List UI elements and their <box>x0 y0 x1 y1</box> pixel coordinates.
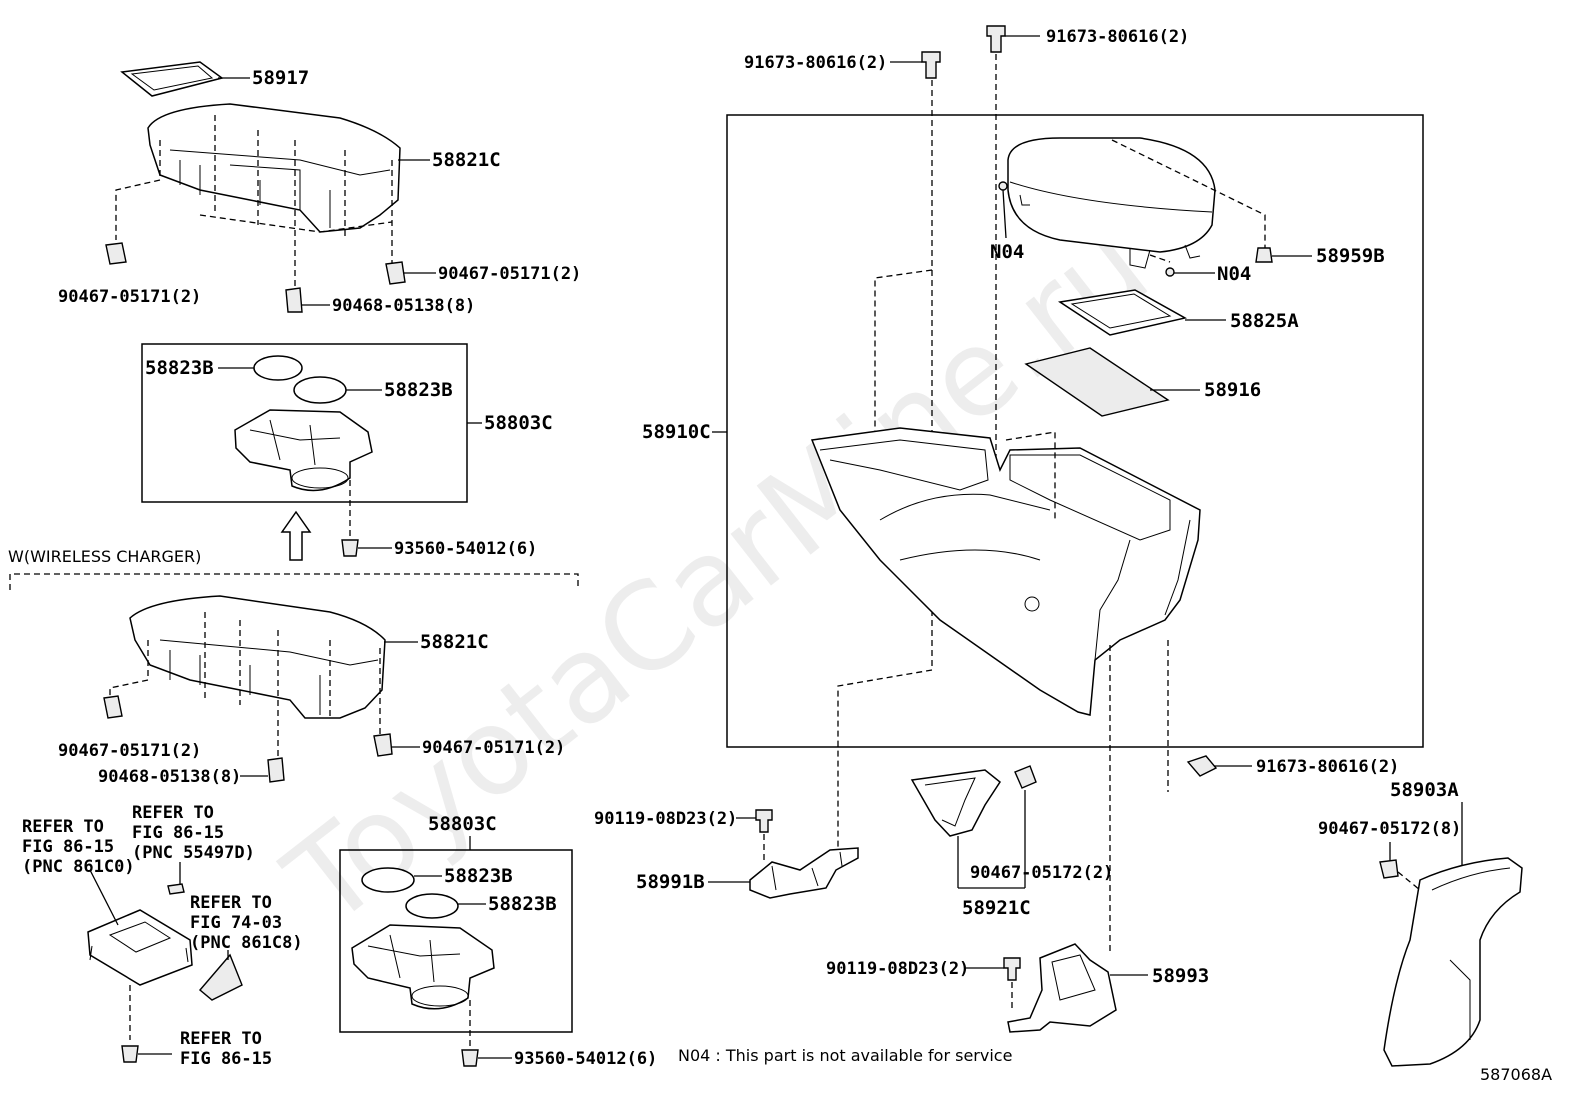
clip-bot-mid <box>267 757 285 783</box>
ref3-line2: FIG 74-03 <box>190 913 282 933</box>
ref4-line2: FIG 86-15 <box>180 1049 272 1069</box>
bracket-58991b <box>749 847 859 899</box>
refer-block-2: REFER TO FIG 86-15 (PNC 55497D) <box>132 803 255 863</box>
ref2-line2: FIG 86-15 <box>132 823 224 843</box>
screw-58959b <box>1255 247 1273 263</box>
ref2-line1: REFER TO <box>132 803 214 823</box>
label-bolt-b: 91673-80616(2) <box>1046 27 1189 47</box>
clip-top-left <box>105 242 127 265</box>
label-n04-b: N04 <box>1217 263 1251 285</box>
ring-58823b-a <box>253 355 303 381</box>
charger-sheet <box>199 953 243 1001</box>
ring-58823b-d <box>405 893 459 919</box>
box-58910c <box>726 114 1424 748</box>
ring-58823b-b <box>293 376 347 404</box>
label-bolt-a: 91673-80616(2) <box>744 53 887 73</box>
part-58821c-top <box>147 103 401 233</box>
label-58921c: 58921C <box>962 897 1031 919</box>
n04-screw-b <box>1165 267 1175 277</box>
label-clip-top-left: 90467-05171(2) <box>58 287 201 307</box>
label-clip-bot-mid: 90468-05138(8) <box>98 767 241 787</box>
label-58821c-top: 58821C <box>432 149 501 171</box>
ref1-line3: (PNC 861C0) <box>22 857 135 877</box>
label-58803c-top: 58803C <box>484 412 553 434</box>
clip-bot-right <box>373 733 393 757</box>
part-58803c-bot <box>351 924 495 1010</box>
label-58959b: 58959B <box>1316 245 1385 267</box>
ref2-line3: (PNC 55497D) <box>132 843 255 863</box>
label-58823b-c: 58823B <box>444 865 513 887</box>
bolt-e <box>1003 957 1021 981</box>
n04-screw-a <box>998 181 1008 191</box>
label-clip-bot-right: 90467-05171(2) <box>422 738 565 758</box>
condition-label: W(WIRELESS CHARGER) <box>8 547 201 566</box>
screw-bot <box>461 1049 479 1067</box>
ref1-line2: FIG 86-15 <box>22 837 114 857</box>
refer-block-4: REFER TO FIG 86-15 <box>180 1029 272 1069</box>
label-clip-top-right: 90467-05171(2) <box>438 264 581 284</box>
label-clip-58921: 90467-05172(2) <box>970 863 1113 883</box>
label-58821c-bot: 58821C <box>420 631 489 653</box>
bolt-b <box>986 25 1006 53</box>
screw-refer <box>121 1045 139 1063</box>
clip-top-mid <box>285 287 303 313</box>
label-clip-58903: 90467-05172(8) <box>1318 819 1461 839</box>
ref3-line3: (PNC 861C8) <box>190 933 303 953</box>
label-58823b-b: 58823B <box>384 379 453 401</box>
label-bolt-d: 90119-08D23(2) <box>594 809 737 829</box>
refer-block-3: REFER TO FIG 74-03 (PNC 861C8) <box>190 893 303 953</box>
box-58803c-bot <box>339 849 573 1033</box>
label-58916: 58916 <box>1204 379 1261 401</box>
bolt-d <box>755 809 773 833</box>
label-n04-a: N04 <box>990 241 1024 263</box>
bolt-c <box>1186 755 1218 777</box>
ref1-line1: REFER TO <box>22 817 104 837</box>
label-58917: 58917 <box>252 67 309 89</box>
tray-58825a <box>1057 289 1188 336</box>
label-screw-top: 93560-54012(6) <box>394 539 537 559</box>
small-pad <box>167 883 185 895</box>
part-58803c-top <box>234 409 373 492</box>
part-58821c-bot <box>129 595 386 719</box>
label-clip-bot-left: 90467-05171(2) <box>58 741 201 761</box>
label-bolt-c: 91673-80616(2) <box>1256 757 1399 777</box>
label-58991b: 58991B <box>636 871 705 893</box>
bracket-58993 <box>1007 943 1117 1033</box>
figure-id: 587068A <box>1480 1065 1552 1084</box>
label-clip-top-mid: 90468-05138(8) <box>332 296 475 316</box>
mat-58916 <box>1024 347 1170 417</box>
part-58917 <box>120 61 224 97</box>
label-screw-bot: 93560-54012(6) <box>514 1049 657 1069</box>
clip-bot-left <box>103 695 123 719</box>
label-58993: 58993 <box>1152 965 1209 987</box>
clip-58903 <box>1379 859 1399 879</box>
label-58823b-a: 58823B <box>145 357 214 379</box>
ring-58823b-c <box>361 867 415 893</box>
label-58825a: 58825A <box>1230 310 1299 332</box>
label-58803c-bot: 58803C <box>428 813 497 835</box>
label-58903a: 58903A <box>1390 779 1459 801</box>
label-bolt-e: 90119-08D23(2) <box>826 959 969 979</box>
wireless-charger <box>87 909 193 986</box>
console-body-58910c <box>810 427 1201 716</box>
refer-block-1: REFER TO FIG 86-15 (PNC 861C0) <box>22 817 135 877</box>
bolt-a <box>921 51 941 79</box>
ref4-line1: REFER TO <box>180 1029 262 1049</box>
clip-top-right <box>385 261 406 285</box>
label-58910c: 58910C <box>642 421 711 443</box>
label-58823b-d: 58823B <box>488 893 557 915</box>
clip-58921 <box>1014 765 1037 789</box>
ref3-line1: REFER TO <box>190 893 272 913</box>
part-58921c <box>910 769 1002 837</box>
service-note: N04 : This part is not available for ser… <box>678 1046 1012 1065</box>
screw-top <box>341 539 359 557</box>
arrow-up <box>280 510 312 561</box>
part-58903a <box>1383 857 1523 1067</box>
